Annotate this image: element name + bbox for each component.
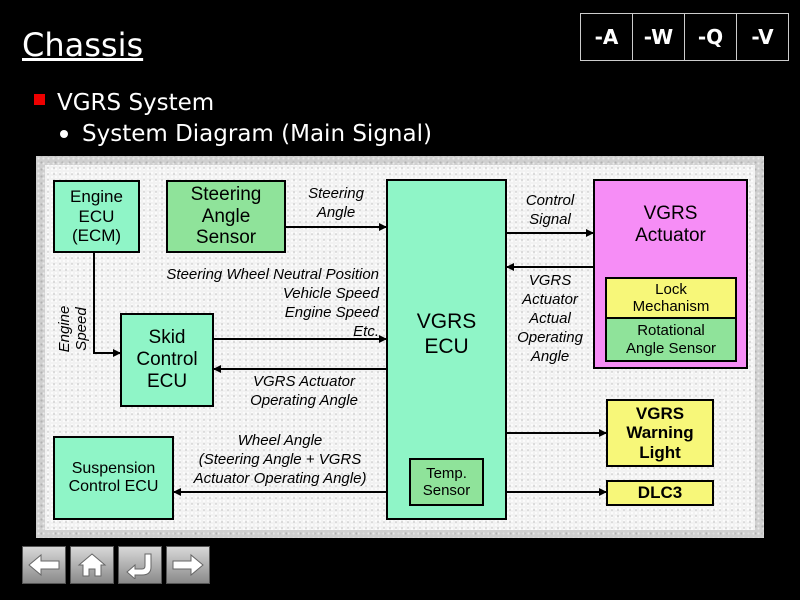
- suspension-control-ecu-box: Suspension Control ECU: [53, 436, 174, 520]
- next-icon: [172, 553, 204, 577]
- return-icon: [126, 553, 152, 579]
- back-icon: [28, 553, 60, 577]
- page-title: Chassis: [22, 26, 144, 64]
- return-button[interactable]: [118, 546, 162, 584]
- control-signal-label: Control Signal: [525, 192, 575, 228]
- home-button[interactable]: [70, 546, 114, 584]
- signals-to-vgrs-label: Steering Wheel Neutral Position Vehicle …: [166, 266, 379, 340]
- lock-mechanism-box: Lock Mechanism: [605, 277, 737, 319]
- vgrs-operating-angle-label: VGRS Actuator Operating Angle: [250, 373, 358, 409]
- next-button[interactable]: [166, 546, 210, 584]
- wheel-angle-label: Wheel Angle (Steering Angle + VGRS Actua…: [193, 432, 367, 487]
- variant-a-button[interactable]: -A: [581, 14, 633, 60]
- bullet-level1-text: VGRS System: [57, 90, 215, 116]
- variant-v-button[interactable]: -V: [751, 25, 774, 49]
- bullet-level2-text: System Diagram (Main Signal): [82, 121, 432, 147]
- vgrs-warning-light-box: VGRS Warning Light: [606, 399, 714, 467]
- navigation-bar: [22, 546, 210, 584]
- variant-selector: -A -W -Q -V: [580, 13, 789, 61]
- bullet-level1: VGRS System: [34, 90, 214, 116]
- dot-bullet-icon: [60, 130, 68, 138]
- red-square-bullet-icon: [34, 93, 45, 105]
- engine-ecu-box: Engine ECU (ECM): [53, 180, 140, 253]
- home-icon: [77, 553, 107, 577]
- steering-angle-sensor-box: Steering Angle Sensor: [166, 180, 286, 253]
- engine-speed-label: Engine Speed: [56, 305, 90, 353]
- actuator-feedback-label: VGRS Actuator Actual Operating Angle: [517, 272, 583, 365]
- back-button[interactable]: [22, 546, 66, 584]
- dlc3-box: DLC3: [606, 480, 714, 506]
- variant-q-button[interactable]: -Q: [685, 14, 737, 60]
- skid-control-ecu-box: Skid Control ECU: [120, 313, 214, 407]
- rotational-angle-sensor-box: Rotational Angle Sensor: [605, 317, 737, 362]
- steering-angle-label: Steering Angle: [308, 185, 364, 221]
- temp-sensor-box: Temp. Sensor: [409, 458, 484, 506]
- variant-w-button[interactable]: -W: [633, 14, 685, 60]
- bullet-level2: System Diagram (Main Signal): [60, 121, 432, 147]
- engine-speed-label-wrap: Engine Speed: [54, 277, 92, 353]
